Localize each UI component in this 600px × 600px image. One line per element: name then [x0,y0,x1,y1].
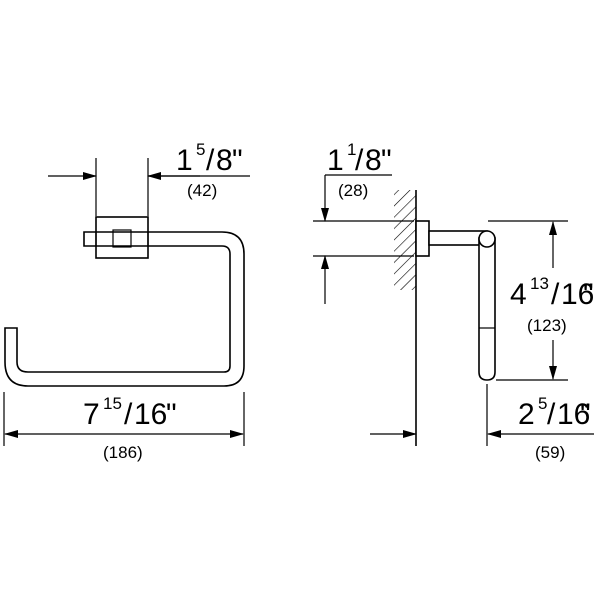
dim-mm: (59) [535,443,565,462]
front-ring-outer [4,231,245,387]
side-ring-end [478,230,496,248]
svg-text:/: / [547,398,556,431]
dim-denominator: 8 [216,144,233,177]
dim-unit: " [580,398,591,431]
dim-denominator: 16 [134,398,167,431]
front-mount-block [95,216,149,259]
svg-text:/: / [551,278,560,311]
dim-unit: " [166,398,177,431]
dim-mm: (42) [187,181,217,200]
side-view [388,186,496,446]
front-mount-inner [112,229,132,248]
dim-whole: 1 [176,144,193,177]
dim-whole: 2 [518,398,535,431]
front-view [4,216,245,387]
wall-hatch [392,190,416,290]
svg-text:/: / [124,398,133,431]
side-ring-vertical [478,237,496,381]
dim-projection: 2 5 / 16 " (59) [370,384,594,462]
dim-unit: " [381,144,392,177]
dim-mount-width: 1 5 / 8 " (42) [48,140,250,216]
dim-whole: 1 [327,144,344,177]
dim-whole: 4 [510,278,527,311]
dim-unit: " [583,278,594,311]
dim-numerator: 15 [103,394,122,413]
dim-mm: (186) [103,443,143,462]
dim-total-width: 7 15 / 16 " (186) [3,392,245,462]
svg-text:/: / [206,144,215,177]
dim-ring-height: 4 13 / 16 " (123) [488,220,594,381]
svg-text:/: / [355,144,364,177]
dim-mm: (123) [527,316,567,335]
dim-numerator: 1 [347,140,356,159]
dim-mm: (28) [338,181,368,200]
dim-whole: 7 [83,398,100,431]
dim-denominator: 8 [365,144,382,177]
dim-mount-height: 1 1 / 8 " (28) [313,140,414,304]
dim-denominator: 16 [557,398,590,431]
dim-numerator: 13 [530,274,549,293]
dim-numerator: 5 [196,140,205,159]
dim-numerator: 5 [538,394,547,413]
dim-denominator: 16 [561,278,594,311]
dim-unit: " [232,144,243,177]
side-mount-block [415,220,430,257]
